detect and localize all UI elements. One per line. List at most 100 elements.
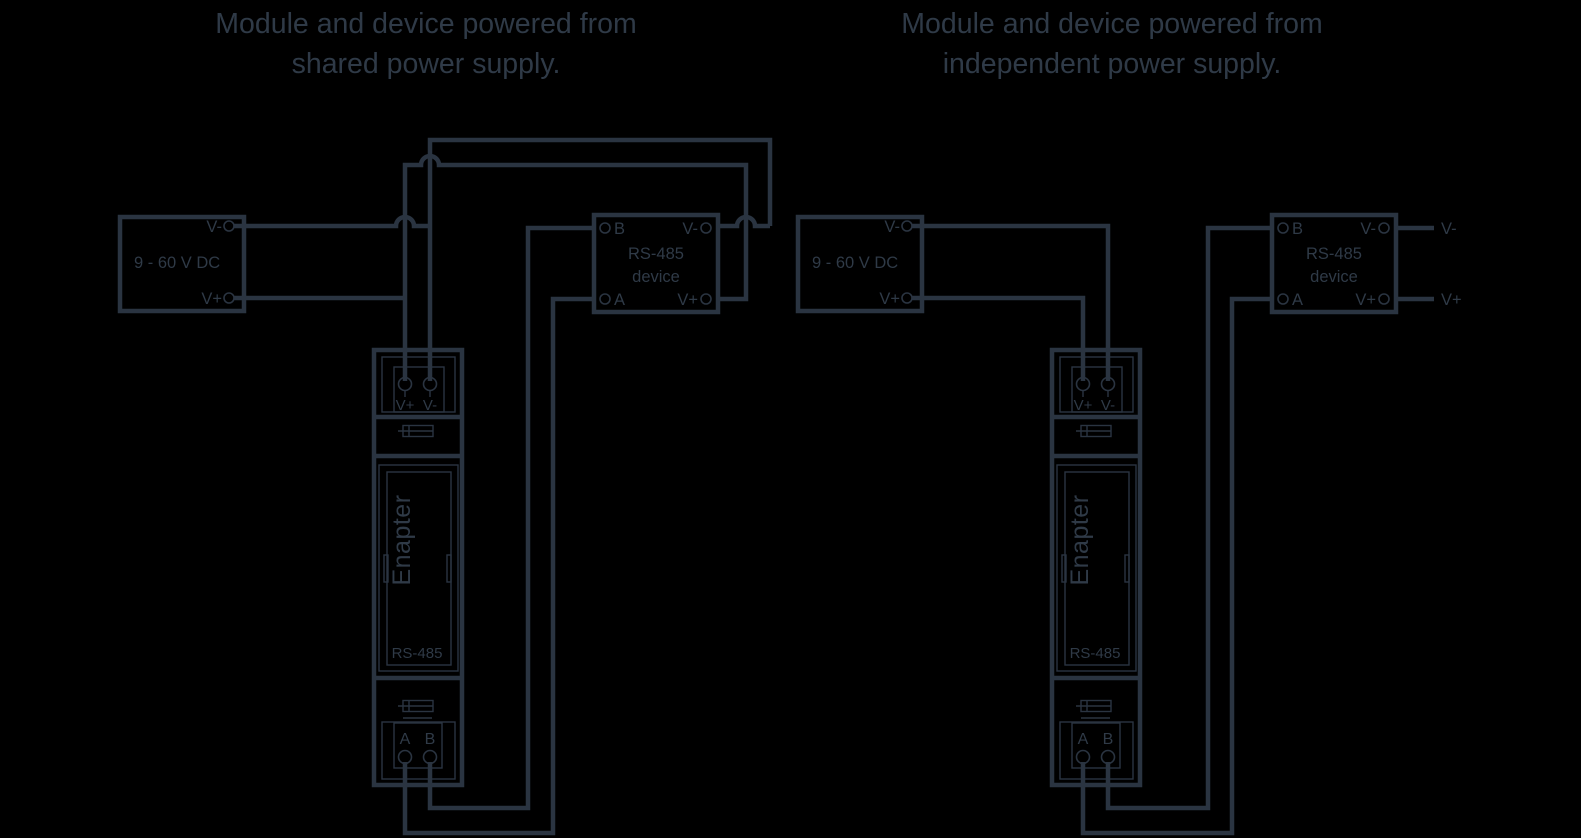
right-module-a-terminal-icon — [1075, 749, 1091, 765]
left-module-bottom-terminal-block — [381, 721, 456, 780]
fuse-body — [402, 699, 434, 713]
left-diagram-title-line1: Module and device powered from — [215, 8, 636, 40]
left-power-supply-box — [117, 214, 247, 314]
right-module-top-terminal-slots — [1082, 391, 1109, 397]
left-module-v-plus-label: V+ — [396, 397, 415, 414]
left-module-v-minus-terminal-icon — [422, 376, 438, 392]
left-enapter-module: V+ V- Enapter RS-485 A B — [371, 347, 465, 788]
right-wire-v-minus-net — [912, 223, 1111, 381]
right-module-v-minus-terminal-icon — [1100, 376, 1116, 392]
left-power-supply-label: 9 - 60 V DC — [134, 254, 220, 272]
left-module-side-clip-left — [383, 554, 389, 583]
right-device-a-terminal-icon — [1277, 293, 1289, 305]
right-device-b-terminal-icon — [1277, 222, 1289, 234]
right-device-b-label: B — [1292, 220, 1303, 238]
right-module-section-dividers — [1052, 414, 1140, 681]
left-diagram-wires — [234, 137, 773, 836]
left-device-b-label: B — [614, 220, 625, 238]
left-psu-v-minus-terminal-icon — [223, 220, 235, 232]
left-module-top-terminal-inner — [393, 366, 445, 413]
right-device-v-plus-label: V+ — [1355, 291, 1376, 309]
right-module-v-plus-terminal-icon — [1075, 376, 1091, 392]
right-module-b-label: B — [1103, 731, 1114, 748]
right-module-upper-fuse-icon — [1076, 424, 1112, 438]
left-wire-b-net — [427, 225, 594, 811]
left-device-name-line2: device — [632, 268, 680, 286]
left-module-side-clip-right — [446, 554, 452, 583]
left-module-model-label: RS-485 — [392, 645, 443, 662]
left-psu-v-minus-label: V- — [206, 218, 222, 236]
right-external-v-plus-label: V+ — [1441, 291, 1462, 309]
left-device-b-terminal-icon — [599, 222, 611, 234]
left-wire-v-minus-net — [234, 137, 773, 381]
left-device-a-terminal-icon — [599, 293, 611, 305]
fuse-body — [1080, 699, 1112, 713]
left-psu-v-plus-terminal-icon — [223, 292, 235, 304]
fuse-body — [1080, 424, 1112, 438]
left-module-brand-label: Enapter — [388, 494, 416, 585]
left-module-section-dividers — [374, 414, 462, 681]
right-module-v-plus-label: V+ — [1074, 397, 1093, 414]
fuse-body — [402, 424, 434, 438]
right-module-a-label: A — [1078, 731, 1089, 748]
right-module-v-minus-label: V- — [1101, 397, 1115, 414]
left-module-b-terminal-icon — [422, 749, 438, 765]
left-module-v-plus-terminal-icon — [397, 376, 413, 392]
left-diagram-title-line2: shared power supply. — [292, 48, 561, 80]
right-module-lower-fuse-icon — [1076, 699, 1112, 713]
left-module-a-terminal-icon — [397, 749, 413, 765]
right-psu-v-plus-terminal-icon — [901, 292, 913, 304]
right-wire-b-net — [1105, 225, 1272, 811]
right-wire-v-plus-net — [912, 295, 1086, 381]
left-device-box — [591, 212, 721, 315]
right-module-model-label: RS-485 — [1070, 645, 1121, 662]
left-device-v-minus-terminal-icon — [700, 222, 712, 234]
left-psu-v-plus-label: V+ — [201, 290, 222, 308]
right-diagram-title-line2: independent power supply. — [943, 48, 1282, 80]
right-module-bottom-terminal-inner — [1071, 722, 1121, 769]
right-external-v-minus-label: V- — [1441, 220, 1457, 238]
left-rs485-device: B A V- V+ RS-485 device — [591, 212, 721, 315]
left-device-v-plus-terminal-icon — [700, 293, 712, 305]
left-wire-v-plus-net — [234, 153, 749, 381]
right-psu-v-minus-terminal-icon — [901, 220, 913, 232]
right-device-name-line2: device — [1310, 268, 1358, 286]
right-power-supply-box — [795, 214, 925, 314]
left-module-upper-fuse-icon — [398, 424, 434, 438]
left-power-supply: 9 - 60 V DC V- V+ — [117, 214, 247, 314]
right-power-supply-label: 9 - 60 V DC — [812, 254, 898, 272]
right-module-body-outline — [1056, 464, 1137, 672]
left-device-v-plus-label: V+ — [677, 291, 698, 309]
left-wire-a-net — [402, 296, 594, 836]
left-device-v-minus-label: V- — [682, 220, 698, 238]
right-psu-v-plus-label: V+ — [879, 290, 900, 308]
left-module-a-label: A — [400, 731, 411, 748]
left-module-housing — [371, 347, 465, 788]
right-module-side-clip-right — [1124, 554, 1130, 583]
right-module-top-terminal-inner — [1071, 366, 1123, 413]
left-module-body-outline — [378, 464, 459, 672]
right-psu-v-minus-label: V- — [884, 218, 900, 236]
left-module-top-terminal-slots — [404, 391, 431, 397]
right-module-side-clip-left — [1061, 554, 1067, 583]
left-module-bottom-terminal-inner — [393, 722, 443, 769]
right-enapter-module: V+ V- Enapter RS-485 A B — [1049, 347, 1143, 788]
right-diagram-wires — [912, 223, 1434, 836]
left-module-v-minus-label: V- — [423, 397, 437, 414]
left-module-b-label: B — [425, 731, 436, 748]
right-power-supply: 9 - 60 V DC V- V+ — [795, 214, 925, 314]
right-module-housing — [1049, 347, 1143, 788]
right-wire-a-net — [1080, 296, 1272, 836]
right-device-box — [1269, 212, 1399, 315]
right-device-v-minus-label: V- — [1360, 220, 1376, 238]
right-module-b-terminal-icon — [1100, 749, 1116, 765]
right-device-a-label: A — [1292, 291, 1303, 309]
right-module-bottom-terminal-block — [1059, 721, 1134, 780]
right-diagram-title-line1: Module and device powered from — [901, 8, 1322, 40]
right-device-v-minus-terminal-icon — [1378, 222, 1390, 234]
right-device-name-line1: RS-485 — [1306, 245, 1362, 263]
right-rs485-device: B A V- V+ RS-485 device V- V+ — [1269, 212, 1462, 315]
right-module-brand-label: Enapter — [1066, 494, 1094, 585]
